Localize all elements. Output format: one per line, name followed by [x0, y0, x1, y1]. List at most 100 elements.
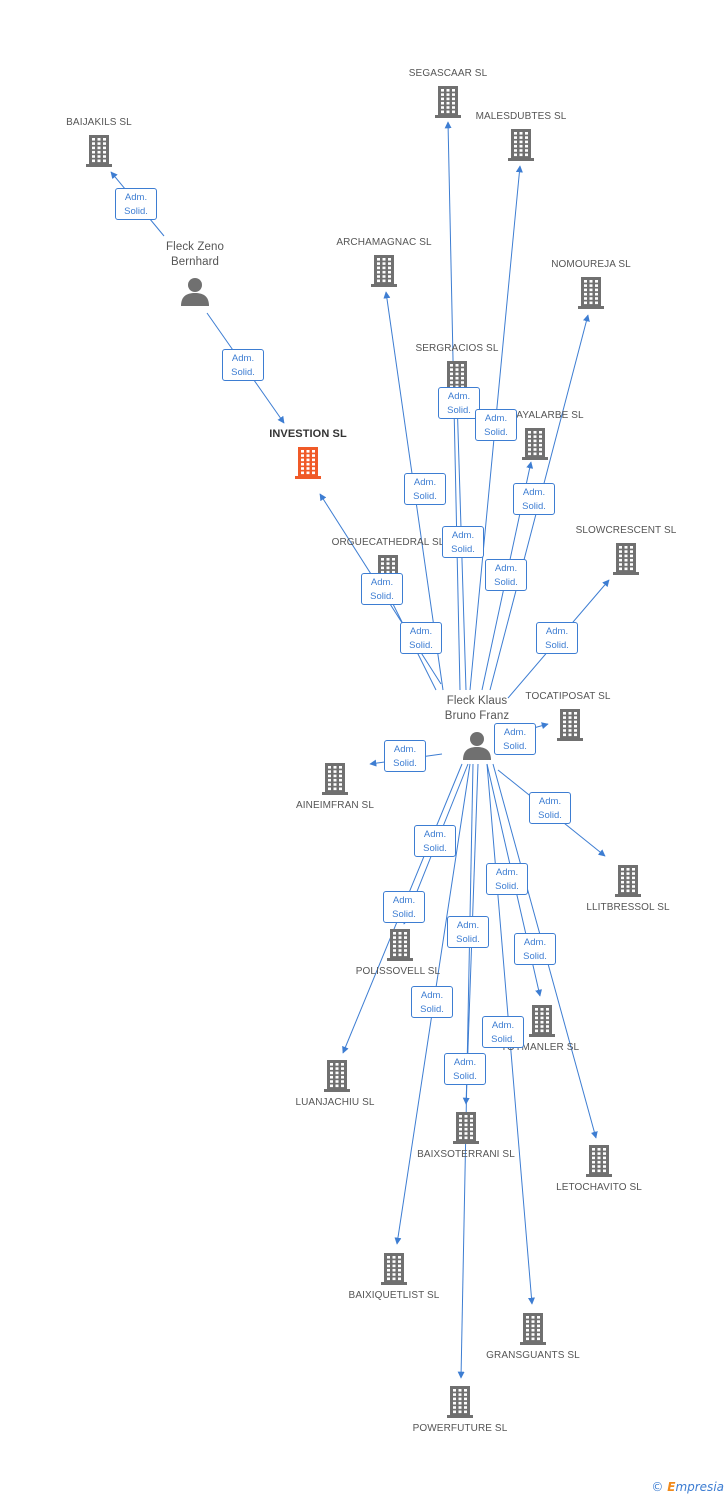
relation-badge-text: Adm.: [523, 937, 547, 948]
company-name[interactable]: TOCATIPOSAT SL: [525, 691, 611, 702]
company-name[interactable]: BAIJAKILS SL: [66, 117, 132, 128]
relation-badge[interactable]: Adm.Solid.: [414, 825, 456, 857]
relation-badge-text: Adm.: [409, 626, 433, 637]
relation-badge[interactable]: Adm.Solid.: [485, 559, 527, 591]
building-icon[interactable]: [516, 1311, 550, 1345]
company-name[interactable]: LLITBRESSOL SL: [586, 902, 670, 913]
relation-badge-text: Solid.: [231, 367, 255, 378]
building-icon[interactable]: [611, 863, 645, 897]
company-name[interactable]: LUANJACHIU SL: [295, 1097, 375, 1108]
relation-badge-text: Adm.: [538, 796, 562, 807]
relation-badge-text: Adm.: [453, 1057, 477, 1068]
building-icon[interactable]: [82, 133, 116, 167]
relation-badge[interactable]: Adm. Solid.: [486, 863, 528, 895]
building-icon[interactable]: [582, 1143, 616, 1177]
company-name[interactable]: AINEIMFRAN SL: [296, 800, 374, 811]
relation-badge-text: Adm.: [491, 1020, 515, 1031]
relation-badge[interactable]: Adm.Solid.: [494, 723, 536, 755]
relation-badge[interactable]: Adm.Solid.: [383, 891, 425, 923]
relation-badge[interactable]: Adm.Solid.: [384, 740, 426, 772]
relation-badge-text: Solid.: [370, 591, 394, 602]
relation-badge[interactable]: Adm.Solid.: [438, 387, 480, 419]
relation-badge-text: Solid.: [522, 501, 546, 512]
company-name[interactable]: SEGASCAAR SL: [408, 68, 488, 79]
relation-badge-text: Solid.: [124, 206, 148, 217]
relation-badge[interactable]: Adm.Solid.: [411, 986, 453, 1018]
relation-badge-text: Adm.: [495, 867, 519, 878]
building-icon[interactable]: [504, 127, 538, 161]
company-name[interactable]: GRANSGUANTS SL: [486, 1350, 580, 1361]
building-icon[interactable]: [443, 1384, 477, 1418]
building-icon[interactable]: [553, 707, 587, 741]
relation-badge[interactable]: Adm.Solid.: [536, 622, 578, 654]
relation-badge-text: Adm.: [370, 577, 394, 588]
relation-badge-text: Solid.: [456, 934, 480, 945]
relation-badge[interactable]: Adm.Solid.: [444, 1053, 486, 1085]
relation-badge[interactable]: Adm. Solid.: [442, 526, 484, 558]
relation-badge[interactable]: Adm. Solid.: [482, 1016, 524, 1048]
company-name[interactable]: LETOCHAVITO SL: [556, 1182, 642, 1193]
relation-badge-text: Solid.: [420, 1004, 444, 1015]
relation-badge-text: Adm.: [451, 530, 475, 541]
relation-badge[interactable]: Adm. Solid.: [404, 473, 446, 505]
relation-badge[interactable]: Adm. Solid.: [447, 916, 489, 948]
relation-badge[interactable]: Adm.Solid.: [222, 349, 264, 381]
building-icon[interactable]: [291, 445, 325, 479]
building-icon[interactable]: [377, 1251, 411, 1285]
company-name[interactable]: BAIXSOTERRANI SL: [417, 1149, 515, 1160]
empresia-logo[interactable]: © Empresia: [651, 1480, 724, 1494]
company-name[interactable]: MALESDUBTES SL: [475, 111, 567, 122]
relation-badge-text: Solid.: [495, 881, 519, 892]
building-icon[interactable]: [518, 426, 552, 460]
relation-badge[interactable]: Adm. Solid.: [361, 573, 403, 605]
relation-badge[interactable]: Adm. Solid.: [400, 622, 442, 654]
relation-badge-text: Solid.: [523, 951, 547, 962]
building-icon[interactable]: [318, 761, 352, 795]
relation-badge[interactable]: Adm.Solid.: [529, 792, 571, 824]
building-icon[interactable]: [574, 275, 608, 309]
building-icon[interactable]: [609, 541, 643, 575]
company-name[interactable]: POLISSOVELL SL: [355, 966, 441, 977]
relation-badge-text: Adm.: [456, 920, 480, 931]
relation-badge-text: Adm.: [392, 895, 416, 906]
relation-badge-text: Solid.: [409, 640, 433, 651]
relation-badge-text: Solid.: [545, 640, 569, 651]
person-name-line: Bruno Franz: [444, 710, 510, 722]
relation-badge-text: Solid.: [413, 491, 437, 502]
company-name[interactable]: NOMOUREJA SL: [551, 259, 631, 270]
company-name[interactable]: POWERFUTURE SL: [412, 1423, 508, 1434]
company-name[interactable]: TOYMANLER SL: [500, 1042, 580, 1053]
relation-badge-text: Solid.: [494, 577, 518, 588]
relation-badge[interactable]: Adm. Solid.: [513, 483, 555, 515]
person-icon[interactable]: [178, 275, 212, 309]
company-name[interactable]: INVESTION SL: [269, 428, 347, 440]
company-name[interactable]: BAIXIQUETLIST SL: [348, 1290, 440, 1301]
building-icon[interactable]: [525, 1003, 559, 1037]
relation-badge-text: Adm.: [522, 487, 546, 498]
relation-badge[interactable]: Adm. Solid.: [514, 933, 556, 965]
building-icon[interactable]: [320, 1058, 354, 1092]
relation-badge-text: Solid.: [451, 544, 475, 555]
relation-badge-text: Adm.: [413, 477, 437, 488]
building-icon[interactable]: [431, 84, 465, 118]
company-name[interactable]: SERGRACIOS SL: [415, 343, 499, 354]
company-name[interactable]: SLOWCRESCENT SL: [575, 525, 677, 536]
relation-badge-text: Solid.: [503, 741, 527, 752]
building-icon[interactable]: [367, 253, 401, 287]
relation-badge-text: Solid.: [484, 427, 508, 438]
relation-badge-text: Adm.: [447, 391, 471, 402]
relation-badge[interactable]: Adm. Solid.: [115, 188, 157, 220]
building-icon[interactable]: [449, 1110, 483, 1144]
relation-badge[interactable]: Adm.Solid.: [475, 409, 517, 441]
building-icon[interactable]: [383, 927, 417, 961]
person-icon[interactable]: [460, 729, 494, 763]
company-name[interactable]: ORGUECATHEDRAL SL: [331, 537, 445, 548]
relation-badge-text: Adm.: [124, 192, 148, 203]
company-name[interactable]: ARCHAMAGNAC SL: [336, 237, 432, 248]
relation-badge-text: Solid.: [491, 1034, 515, 1045]
company-name[interactable]: PAYALARBE SL: [510, 410, 584, 421]
